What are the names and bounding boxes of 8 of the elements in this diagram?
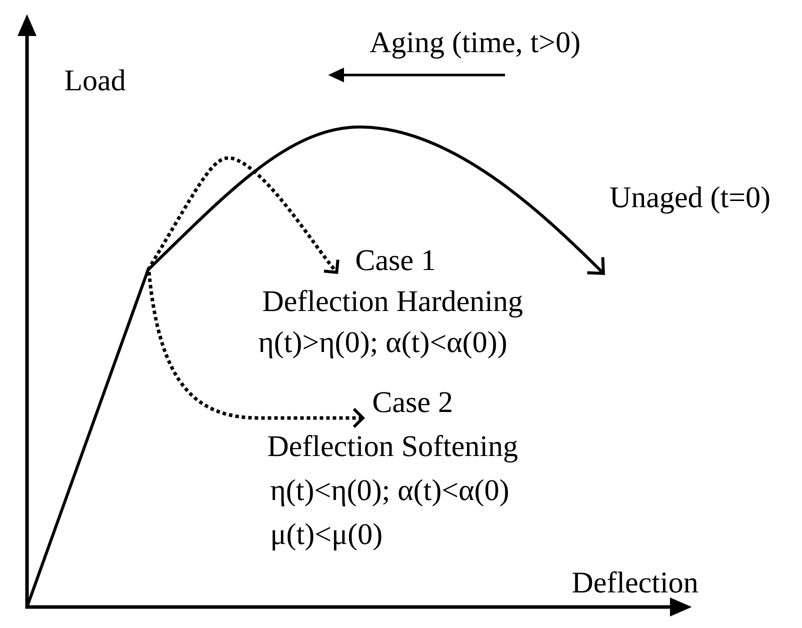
dotted-arrow xyxy=(146,156,340,274)
axis-label: Deflection xyxy=(572,571,698,593)
axis-label: Unaged (t=0) xyxy=(610,186,770,214)
case-text: Case 2 Deflection Softening η(t)<η(0); α(t)<α(0) μ(t)<μ(0) xyxy=(268,392,518,550)
dotted-arrow xyxy=(147,272,365,428)
case-text: Case 1 Deflection Hardening η(t)>η(0); α(t)<α(0)) xyxy=(258,250,522,358)
axis-label: Aging (time, t>0) xyxy=(370,31,580,59)
axis-label: Load xyxy=(65,69,126,91)
